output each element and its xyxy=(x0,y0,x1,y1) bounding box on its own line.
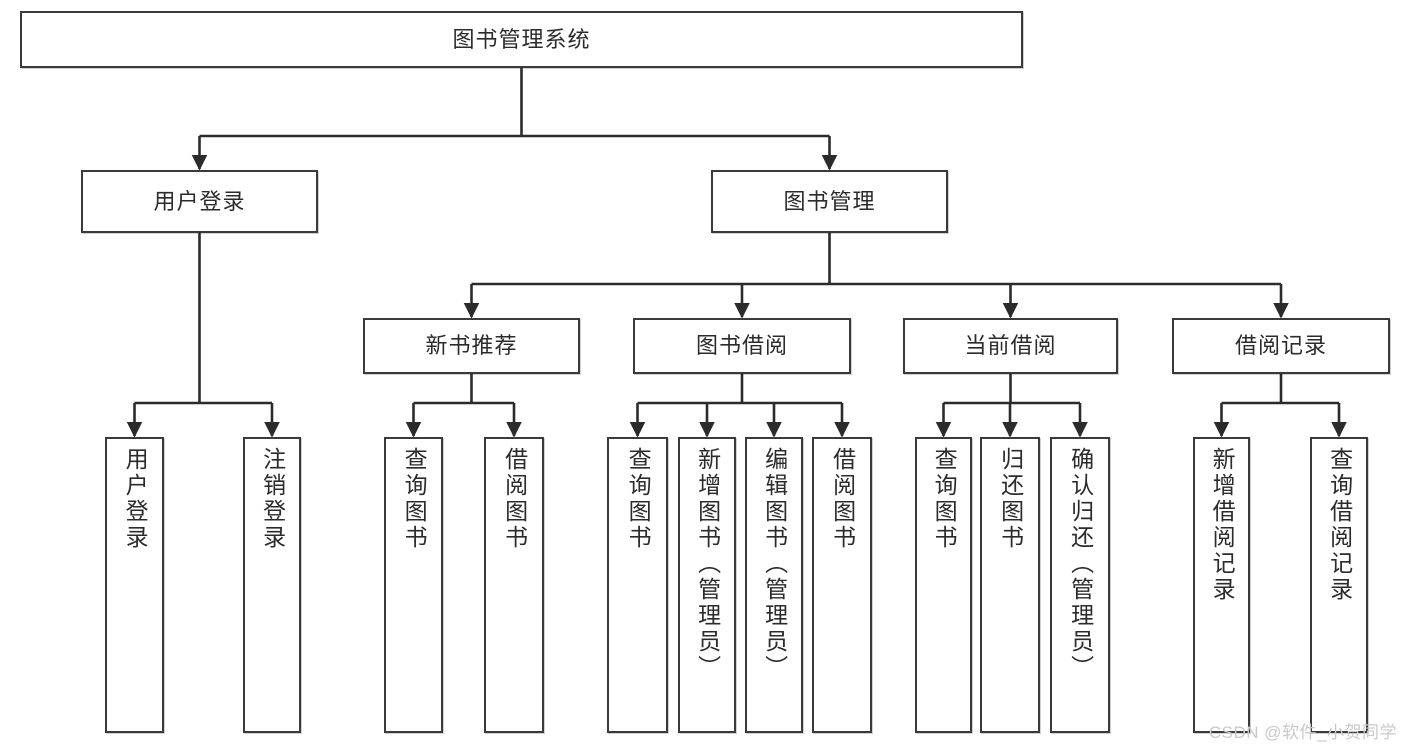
node-l12[interactable]: 新增借阅记录 xyxy=(1193,437,1250,733)
watermark-label: CSDN @软件_小贺同学 xyxy=(1208,723,1397,742)
node-l1[interactable]: 用户登录 xyxy=(105,437,164,733)
node-label: 图书管理系统 xyxy=(452,26,591,52)
node-l7[interactable]: 编辑图书（管理员） xyxy=(745,437,803,733)
node-l5[interactable]: 查询图书 xyxy=(607,437,668,733)
node-l2[interactable]: 注销登录 xyxy=(243,437,301,733)
node-label: 借阅记录 xyxy=(1234,333,1327,359)
node-label: 借阅图书 xyxy=(501,447,528,551)
node-label: 借阅图书 xyxy=(829,447,856,551)
node-l9[interactable]: 查询图书 xyxy=(915,437,972,733)
node-l13[interactable]: 查询借阅记录 xyxy=(1310,437,1368,733)
node-l4[interactable]: 借阅图书 xyxy=(484,437,544,733)
node-label: 确认归还（管理员） xyxy=(1067,447,1094,681)
node-l10[interactable]: 归还图书 xyxy=(980,437,1040,733)
node-label: 编辑图书（管理员） xyxy=(761,447,788,681)
node-label: 图书借阅 xyxy=(695,333,788,359)
node-login[interactable]: 用户登录 xyxy=(81,170,318,233)
node-borrowbook[interactable]: 图书借阅 xyxy=(633,318,851,374)
node-label: 当前借阅 xyxy=(964,333,1057,359)
node-newbook[interactable]: 新书推荐 xyxy=(363,318,580,374)
node-label: 用户登录 xyxy=(153,188,246,214)
node-l8[interactable]: 借阅图书 xyxy=(812,437,872,733)
node-label: 新增借阅记录 xyxy=(1209,447,1236,603)
node-l6[interactable]: 新增图书（管理员） xyxy=(678,437,736,733)
node-label: 注销登录 xyxy=(259,447,286,551)
node-l11[interactable]: 确认归还（管理员） xyxy=(1050,437,1110,733)
node-label: 归还图书 xyxy=(997,447,1024,551)
node-label: 查询借阅记录 xyxy=(1326,447,1353,603)
node-label: 图书管理 xyxy=(783,188,876,214)
node-label: 查询图书 xyxy=(931,447,958,551)
node-borrowlog[interactable]: 借阅记录 xyxy=(1172,318,1390,374)
node-label: 用户登录 xyxy=(122,447,149,551)
node-label: 查询图书 xyxy=(625,447,652,551)
node-currborrow[interactable]: 当前借阅 xyxy=(903,318,1118,374)
node-root[interactable]: 图书管理系统 xyxy=(20,11,1023,68)
node-label: 新增图书（管理员） xyxy=(694,447,721,681)
node-label: 查询图书 xyxy=(401,447,428,551)
node-l3[interactable]: 查询图书 xyxy=(384,437,443,733)
node-label: 新书推荐 xyxy=(425,333,518,359)
node-bookmgmt[interactable]: 图书管理 xyxy=(711,170,948,233)
